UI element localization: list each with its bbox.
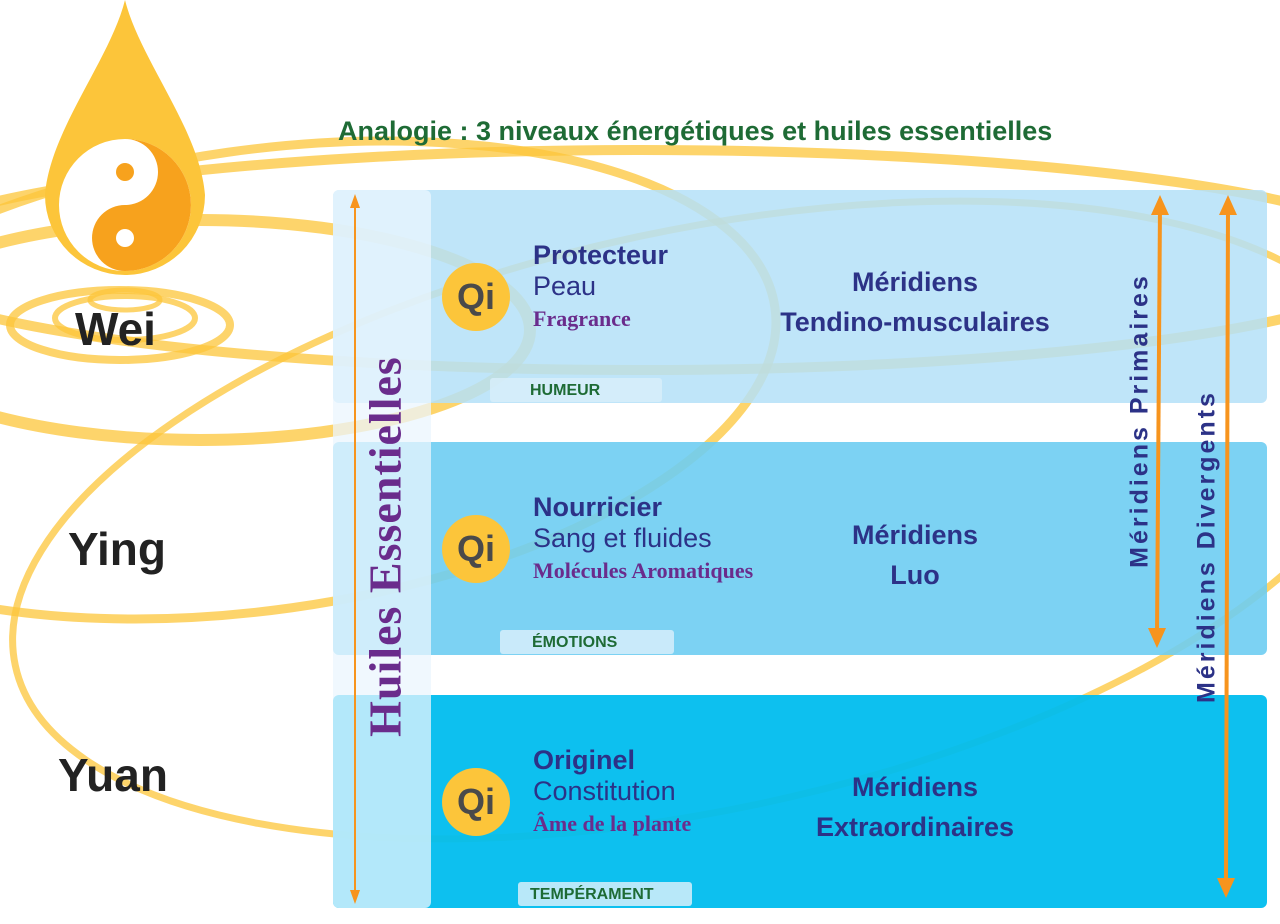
tag-temperament: TEMPÉRAMENT bbox=[518, 882, 692, 906]
qi-type: Originel bbox=[533, 745, 636, 775]
double-arrow-icon bbox=[350, 194, 360, 904]
qi-badge: Qi bbox=[442, 263, 510, 331]
meridians-label: Méridiens bbox=[851, 267, 979, 297]
meridians-label: Méridiens bbox=[851, 520, 979, 550]
qi-location: Peau bbox=[533, 271, 597, 301]
level-label-yuan: Yuan bbox=[58, 749, 168, 801]
qi-badge: Qi bbox=[442, 515, 510, 583]
oil-aspect: Âme de la plante bbox=[533, 811, 692, 836]
oil-aspect: Fragrance bbox=[533, 306, 631, 331]
qi-badge: Qi bbox=[442, 768, 510, 836]
qi-location: Constitution bbox=[533, 776, 676, 806]
tag-emotions: ÉMOTIONS bbox=[500, 630, 674, 654]
meridians-name: Extraordinaires bbox=[815, 812, 1015, 842]
diagram-title: Analogie : 3 niveaux énergétiques et hui… bbox=[338, 116, 1053, 146]
level-label-wei: Wei bbox=[75, 303, 156, 355]
tag-humeur: HUMEUR bbox=[490, 378, 662, 402]
meridians-label: Méridiens bbox=[851, 772, 979, 802]
primary-meridians-vertical-label: Méridiens Primaires bbox=[1125, 273, 1154, 568]
oil-aspect: Molécules Aromatiques bbox=[533, 558, 754, 583]
right-double-arrows-icon bbox=[1148, 195, 1237, 898]
divergent-meridians-vertical-label: Méridiens Divergents bbox=[1192, 390, 1221, 703]
meridians-name: Luo bbox=[890, 560, 940, 590]
qi-type: Protecteur bbox=[533, 240, 669, 270]
meridians-name: Tendino-musculaires bbox=[780, 307, 1050, 337]
qi-location: Sang et fluides bbox=[533, 523, 712, 553]
oil-drop-yin-yang-icon bbox=[45, 0, 205, 275]
essential-oils-strip bbox=[333, 190, 431, 908]
qi-type: Nourricier bbox=[533, 492, 663, 522]
level-label-ying: Ying bbox=[68, 523, 166, 575]
essential-oils-vertical-label: Huiles Essentielles bbox=[359, 356, 411, 737]
